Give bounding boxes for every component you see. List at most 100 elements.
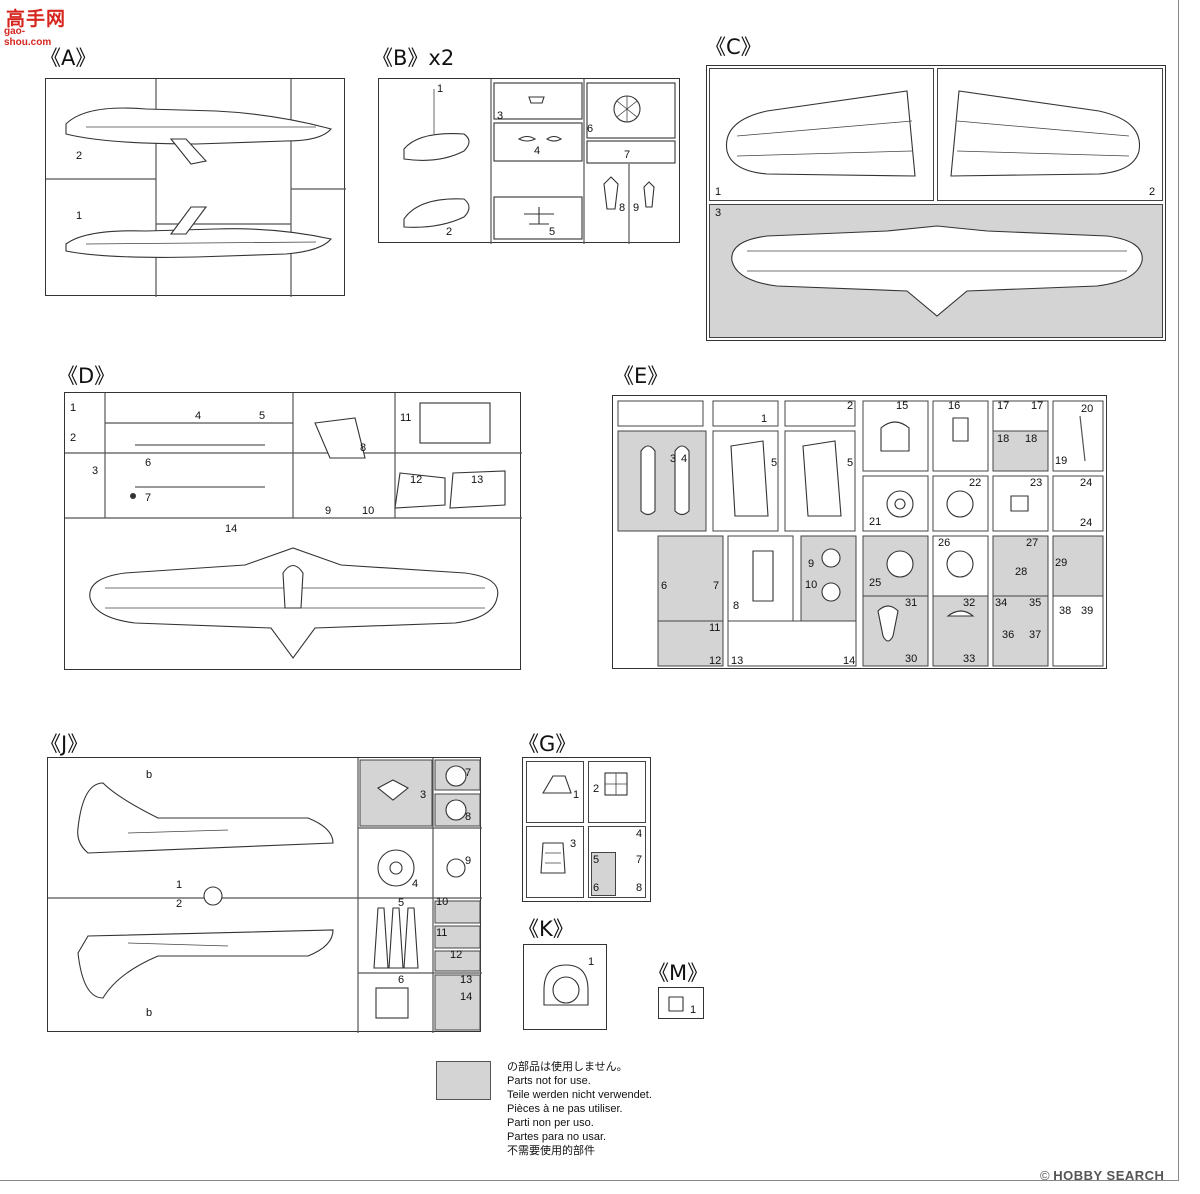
sprue-g-title: 《G》 [518,732,577,756]
legend-line: の部品は使用しません。 [507,1061,628,1073]
logo-url: gao-shou.com [4,26,52,48]
part-number: 12 [450,949,463,961]
part-number: 30 [905,653,918,665]
sprue-g-cell [526,826,584,898]
part-number: 2 [176,898,183,910]
part-number: 29 [1055,557,1068,569]
part-number: 19 [1055,455,1068,467]
part-number: 8 [733,600,740,612]
part-number: 14 [843,655,856,667]
part-number: 8 [636,882,643,894]
legend-line: 不需要使用的部件 [507,1145,595,1157]
part-number: 17 [1031,400,1044,412]
part-number: 4 [534,145,541,157]
part-number: 10 [362,505,375,517]
part-number: 7 [465,767,472,779]
sprue-b-frame: 1 2 3 4 5 6 7 8 9 [378,78,680,244]
part-number: 21 [869,516,882,528]
part-number: 13 [731,655,744,667]
part-number: 32 [963,597,976,609]
part-number: 9 [325,505,332,517]
sprue-a-title: 《A》 [40,46,97,70]
sprue-j-drawing [48,758,482,1033]
part-number: 22 [969,477,982,489]
part-number: 18 [997,433,1010,445]
part-number: 18 [1025,433,1038,445]
sprue-g-cell [526,761,584,823]
part-number: 28 [1015,566,1028,578]
part-number: 6 [587,123,594,135]
hobbysearch-watermark: © HOBBY SEARCH [1040,1168,1164,1183]
legend-line: Parts not for use. [507,1075,591,1087]
legend-unused-swatch [436,1061,491,1100]
part-number: 4 [681,453,688,465]
part-number: b [146,769,153,781]
sprue-c-drawing [725,90,1143,317]
part-number: 10 [436,896,449,908]
sprue-k-drawing [543,964,589,1006]
part-number: 14 [225,523,238,535]
part-number: 25 [869,577,882,589]
sprue-c-cell [709,68,934,201]
part-number: 1 [715,186,722,198]
part-number: 11 [436,927,448,939]
part-number: 23 [1030,477,1043,489]
page-bottom-border [0,1180,1179,1181]
sprue-g-cell [588,826,646,898]
watermark-text: HOBBY SEARCH [1053,1168,1165,1183]
sprue-c-cell [937,68,1163,201]
page-right-border [1178,0,1179,1180]
legend-line: Teile werden nicht verwendet. [507,1089,652,1101]
part-number: 1 [176,879,183,891]
part-number: 2 [76,150,83,162]
part-number: 1 [76,210,83,222]
sprue-m-drawing [668,996,684,1012]
part-number: 17 [997,400,1010,412]
sprue-e-title: 《E》 [613,364,669,388]
logo-chars: 高手网 [6,8,67,30]
part-number: 3 [715,207,722,219]
part-number: 2 [70,432,77,444]
site-logo: 高手网 gao-shou.com [4,4,72,48]
part-number: 3 [497,110,504,122]
sprue-c-frame: 1 2 3 [706,65,1166,341]
part-number: 2 [847,400,854,412]
part-number: 4 [412,878,419,890]
part-number: 37 [1029,629,1042,641]
sprue-j-title: 《J》 [40,732,89,756]
sprue-g-drawing [540,772,628,874]
sprue-g-unused-cell [591,852,616,896]
part-number: 15 [896,400,909,412]
part-number: 6 [145,457,152,469]
sprue-d-title: 《D》 [57,364,116,388]
part-number: 4 [636,828,643,840]
part-number: 5 [593,854,600,866]
sprue-m-title: 《M》 [648,961,709,985]
part-number: 3 [420,789,427,801]
part-number: 11 [709,622,721,634]
part-number: 4 [195,410,202,422]
part-number: 2 [446,226,453,238]
part-number: 7 [636,854,643,866]
part-number: 36 [1002,629,1015,641]
part-number: 7 [624,149,631,161]
part-number: 33 [963,653,976,665]
sprue-a-drawing [46,79,346,297]
part-number: 3 [570,838,577,850]
part-number: 1 [588,956,595,968]
part-number: 5 [847,457,854,469]
part-number: 16 [948,400,961,412]
part-number: 8 [619,202,626,214]
sprue-m-frame: 1 [658,987,704,1019]
part-number: 13 [471,474,484,486]
part-number: 6 [661,580,668,592]
part-number: 26 [938,537,951,549]
sprue-c-title: 《C》 [705,35,762,59]
part-number: 10 [805,579,818,591]
sprue-g-frame: 1 2 3 4 5 6 7 8 [522,757,651,902]
part-number: 27 [1026,537,1039,549]
part-number: 34 [995,597,1008,609]
part-number: 7 [713,580,720,592]
legend-line: Partes para no usar. [507,1131,607,1143]
part-number: 5 [771,457,778,469]
